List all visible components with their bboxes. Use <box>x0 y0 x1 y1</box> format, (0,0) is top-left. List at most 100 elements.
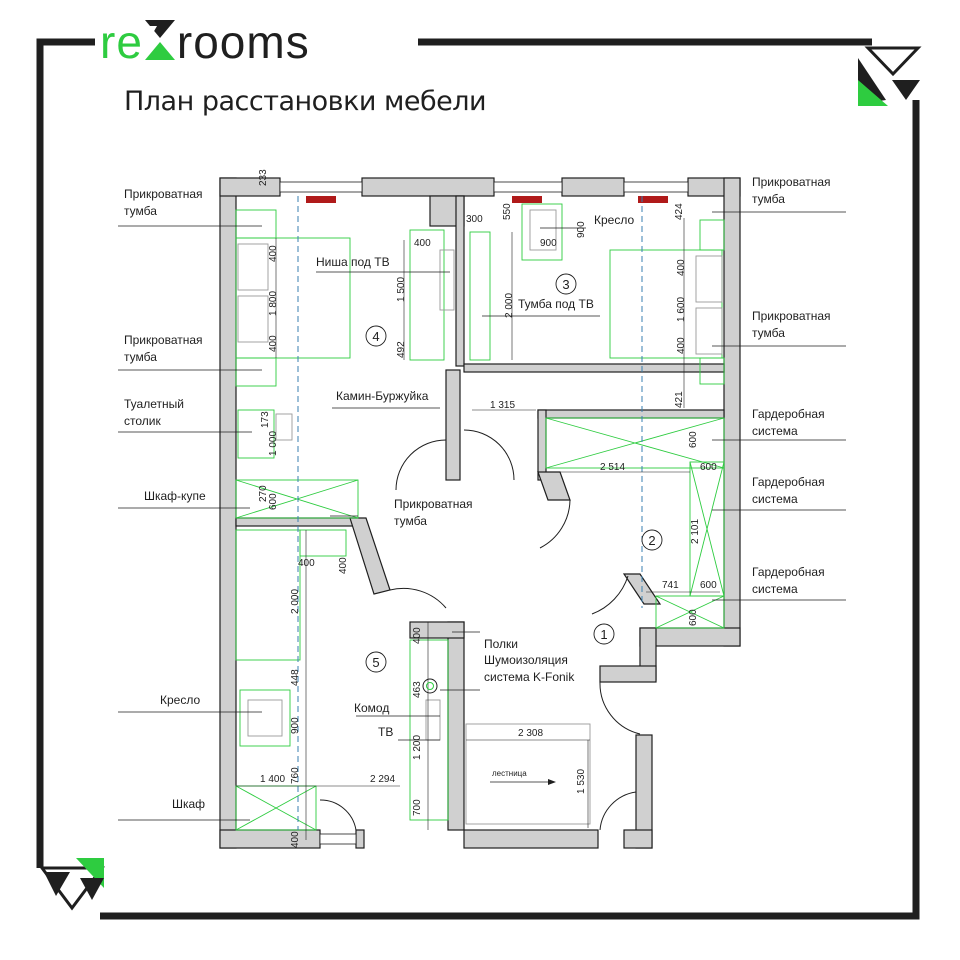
label-tv-stand: Тумба под ТВ <box>518 297 594 311</box>
dim-492: 492 <box>396 341 407 358</box>
wall-room4-angle <box>349 517 391 595</box>
tv-niche <box>409 229 445 361</box>
dim-424: 424 <box>674 203 685 220</box>
frame-right-bottom-stroke <box>100 100 920 920</box>
wall-room2-top <box>537 409 725 419</box>
label-armchair-top: Кресло <box>594 213 634 227</box>
dim-900a: 900 <box>540 238 557 249</box>
dim-300: 300 <box>466 214 483 225</box>
label-fireplace: Камин-Буржуйка <box>336 389 429 403</box>
dim-900c: 900 <box>290 717 301 734</box>
corner-ornament-top-right <box>858 46 922 106</box>
dim-1000: 1 000 <box>268 431 279 456</box>
logo-x-icon <box>144 20 175 60</box>
radiators <box>306 196 668 203</box>
soundproof-marker-icon <box>422 678 438 694</box>
page-title: План расстановки мебели <box>124 86 487 117</box>
door-2b <box>591 575 629 615</box>
door-entry-a <box>599 681 641 735</box>
label-dresser: Комод <box>354 701 389 715</box>
dim-900b: 900 <box>576 221 587 238</box>
dim-270: 270 <box>258 485 269 502</box>
dim-448: 448 <box>290 669 301 686</box>
door-entry-b <box>599 791 637 831</box>
dim-1200: 1 200 <box>412 735 423 760</box>
dim-1800: 1 800 <box>268 291 279 316</box>
window-4 <box>319 833 357 845</box>
room-number-4: 4 <box>372 329 379 344</box>
dim-400i: 400 <box>290 831 301 848</box>
wall-room2-left <box>537 409 547 481</box>
dim-400c: 400 <box>414 238 431 249</box>
door-3 <box>463 429 515 481</box>
window-1 <box>279 181 363 193</box>
label-left-tumba-top-l2: тумба <box>124 204 157 218</box>
armchair-room3 <box>521 203 563 261</box>
wall-bottom-a <box>219 829 321 849</box>
wall-bottom-b <box>355 829 365 849</box>
wall-partition-4-3 <box>455 195 465 367</box>
dim-2514: 2 514 <box>600 462 625 473</box>
dim-400a: 400 <box>268 245 279 262</box>
dim-600d: 600 <box>700 580 717 591</box>
label-stairs: лестница <box>492 769 527 778</box>
room-number-1: 1 <box>600 627 607 642</box>
wall-top-b <box>361 177 495 197</box>
room-number-2: 2 <box>648 533 655 548</box>
vanity-table <box>237 409 275 459</box>
fireplace-column <box>445 369 461 481</box>
dim-741: 741 <box>662 580 679 591</box>
label-tv: ТВ <box>378 725 393 739</box>
dim-400b: 400 <box>268 335 279 352</box>
door-5 <box>389 587 447 609</box>
wardrobe-2a <box>545 417 725 469</box>
dim-400j: 400 <box>412 627 423 644</box>
furniture <box>235 203 725 831</box>
label-wardrobe-coupe: Шкаф-купе <box>144 489 206 503</box>
brand-logo: re rooms <box>100 14 310 70</box>
dim-1500: 1 500 <box>396 277 407 302</box>
shelves-room5 <box>409 639 449 821</box>
wall-room3-bottom <box>463 363 725 373</box>
dim-550: 550 <box>502 203 513 220</box>
dim-400f: 400 <box>676 337 687 354</box>
nightstand-5 <box>299 529 347 557</box>
stairs-arrow-icon <box>548 779 556 785</box>
dim-600e: 600 <box>688 609 699 626</box>
dim-600b: 600 <box>688 431 699 448</box>
dim-1315: 1 315 <box>490 400 515 411</box>
doors <box>319 429 641 831</box>
wall-room2-angle <box>537 471 571 501</box>
door-5b <box>319 799 357 831</box>
dim-600a: 600 <box>268 493 279 510</box>
dim-463: 463 <box>412 681 423 698</box>
dim-760: 760 <box>290 767 301 784</box>
tv-stand <box>469 231 491 361</box>
wall-bottom-c <box>463 829 599 849</box>
nightstand-3b <box>699 357 725 385</box>
wall-room5-right <box>447 621 465 831</box>
dimension-lines <box>236 218 720 840</box>
logo-re: re <box>100 16 143 68</box>
dim-600c: 600 <box>700 462 717 473</box>
dim-233: 233 <box>258 169 269 186</box>
room-number-5: 5 <box>372 655 379 670</box>
wall-bottom-d <box>623 829 653 849</box>
wall-top-c <box>561 177 625 197</box>
armchair-room5 <box>239 689 291 747</box>
wall-room5-top <box>409 621 465 639</box>
room-number-3: 3 <box>562 277 569 292</box>
nightstand-4b <box>235 357 277 387</box>
label-shelves: Полки <box>484 637 518 651</box>
dim-400h: 400 <box>338 557 349 574</box>
dim-400g: 400 <box>298 558 315 569</box>
door-2 <box>539 499 571 549</box>
